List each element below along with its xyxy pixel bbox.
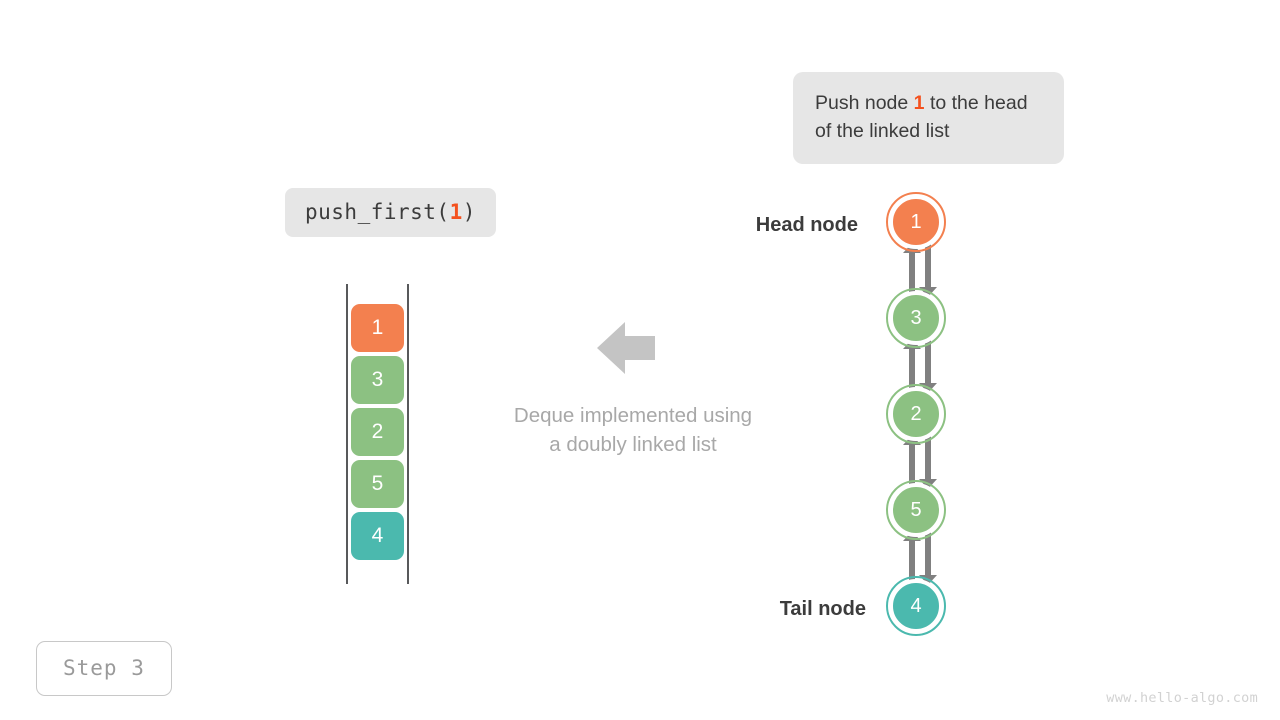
link-arrow-down: [919, 243, 937, 297]
link-arrow-down: [919, 531, 937, 585]
array-cell: 3: [351, 356, 404, 404]
linked-list-node: 3: [886, 288, 946, 348]
code-label-push-first: push_first(1): [285, 188, 496, 237]
linked-list-node: 4: [886, 576, 946, 636]
link-arrow-pair: [903, 339, 937, 393]
link-arrow-up: [903, 339, 921, 393]
link-arrow-pair: [903, 531, 937, 585]
link-arrow-up: [903, 243, 921, 297]
head-node-label: Head node: [755, 214, 858, 236]
node-value: 1: [910, 210, 922, 233]
array-cell: 4: [351, 512, 404, 560]
callout-text-after: to the head of the linked list: [815, 92, 1028, 142]
array-cell: 2: [351, 408, 404, 456]
callout-bubble: Push node 1 to the head of the linked li…: [793, 72, 1064, 164]
step-badge: Step 3: [36, 641, 172, 696]
code-argument: 1: [449, 200, 463, 224]
array-cell: 1: [351, 304, 404, 352]
node-value: 3: [910, 306, 922, 329]
array-cell: 5: [351, 460, 404, 508]
link-arrow-down: [919, 435, 937, 489]
tail-node-label: Tail node: [779, 598, 866, 620]
linked-list-node: 5: [886, 480, 946, 540]
node-value: 2: [910, 402, 922, 425]
transform-arrow-icon: [597, 322, 655, 374]
code-suffix: ): [462, 200, 476, 224]
caption-line-1: Deque implemented using: [513, 404, 753, 427]
watermark: www.hello-algo.com: [1106, 690, 1258, 706]
array-rail-right: [407, 284, 409, 584]
link-arrow-up: [903, 531, 921, 585]
diagram-caption: Deque implemented using a doubly linked …: [433, 401, 833, 459]
caption-line-2: a doubly linked list: [549, 433, 717, 456]
linked-list-node: 2: [886, 384, 946, 444]
link-arrow-pair: [903, 435, 937, 489]
linked-list-node: 1: [886, 192, 946, 252]
node-value: 4: [910, 594, 922, 617]
link-arrow-up: [903, 435, 921, 489]
callout-text-before: Push node: [815, 92, 914, 114]
callout-highlight-value: 1: [913, 92, 925, 114]
link-arrow-pair: [903, 243, 937, 297]
array-rail-left: [346, 284, 348, 584]
link-arrow-down: [919, 339, 937, 393]
code-prefix: push_first(: [305, 200, 450, 224]
node-value: 5: [910, 498, 922, 521]
